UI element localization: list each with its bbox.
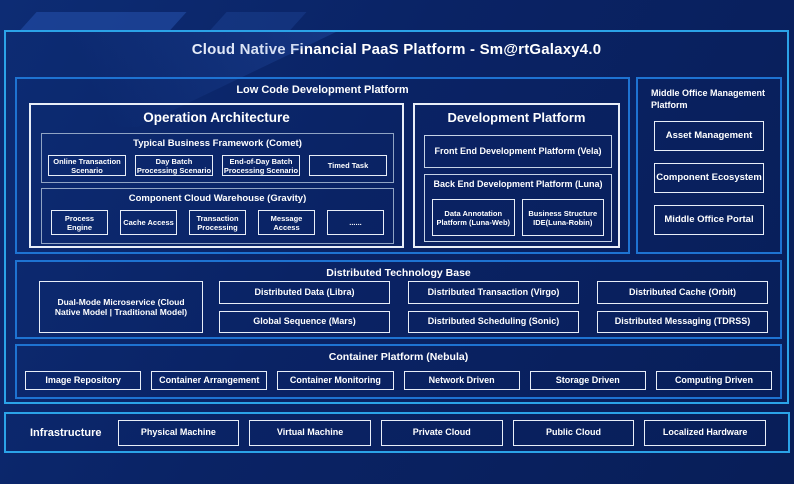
middle-office-management-platform-label: Middle Office Management Platform — [651, 88, 766, 111]
node-timed-task: Timed Task — [309, 155, 387, 176]
node-message-access: Message Access — [258, 210, 315, 235]
section-middle-office-management-platform: Middle Office Management Platform Asset … — [636, 77, 782, 254]
node-asset-management: Asset Management — [654, 121, 764, 151]
infrastructure-row: Physical Machine Virtual Machine Private… — [117, 419, 766, 446]
node-public-cloud: Public Cloud — [512, 419, 635, 446]
operation-architecture-title: Operation Architecture — [143, 110, 290, 125]
node-dual-mode-microservice: Dual-Mode Microservice (Cloud Native Mod… — [39, 281, 203, 333]
node-day-batch-processing-scenario: Day Batch Processing Scenario — [135, 155, 213, 176]
node-global-sequence: Global Sequence (Mars) — [219, 310, 390, 333]
node-distributed-transaction: Distributed Transaction (Virgo) — [408, 281, 579, 304]
outer-frame: Cloud Native Financial PaaS Platform - S… — [4, 30, 789, 404]
node-private-cloud: Private Cloud — [380, 419, 503, 446]
node-process-engine: Process Engine — [51, 210, 108, 235]
diagram-title: Cloud Native Financial PaaS Platform - S… — [191, 41, 602, 58]
node-end-of-day-batch-processing-scenario: End-of-Day Batch Processing Scenario — [222, 155, 300, 176]
node-container-monitoring: Container Monitoring — [277, 371, 394, 390]
node-business-structure-ide: Business Structure IDE(Luna-Robin) — [521, 199, 604, 236]
node-component-ecosystem: Component Ecosystem — [654, 163, 764, 193]
node-physical-machine: Physical Machine — [117, 419, 240, 446]
panel-operation-architecture: Operation Architecture Typical Business … — [29, 103, 404, 248]
infrastructure-label: Infrastructure — [30, 426, 102, 439]
node-network-driven: Network Driven — [403, 371, 520, 390]
node-virtual-machine: Virtual Machine — [249, 419, 371, 446]
typical-business-framework-label: Typical Business Framework (Comet) — [133, 138, 302, 149]
node-distributed-data: Distributed Data (Libra) — [219, 281, 390, 304]
node-computing-driven: Computing Driven — [655, 371, 773, 390]
node-ellipsis: ...... — [327, 210, 384, 235]
node-distributed-messaging: Distributed Messaging (TDRSS) — [597, 310, 768, 333]
node-distributed-cache: Distributed Cache (Orbit) — [597, 281, 768, 304]
container-platform-row: Image Repository Container Arrangement C… — [25, 371, 773, 390]
back-end-row: Data Annotation Platform (Luna-Web) Busi… — [432, 199, 604, 236]
container-platform-label: Container Platform (Nebula) — [328, 351, 469, 363]
distributed-technology-base-label: Distributed Technology Base — [326, 267, 471, 279]
node-cache-access: Cache Access — [120, 210, 177, 235]
node-data-annotation-platform: Data Annotation Platform (Luna-Web) — [432, 199, 515, 236]
node-storage-driven: Storage Driven — [529, 371, 646, 390]
development-platform-title: Development Platform — [447, 110, 586, 125]
section-container-platform: Container Platform (Nebula) Image Reposi… — [15, 344, 782, 399]
component-cloud-warehouse-label: Component Cloud Warehouse (Gravity) — [128, 193, 307, 204]
distributed-technology-row: Distributed Data (Libra) Distributed Tra… — [219, 281, 768, 304]
component-cloud-warehouse-row: Process Engine Cache Access Transaction … — [51, 210, 384, 235]
decor-stripe — [19, 12, 187, 31]
section-distributed-technology-base: Distributed Technology Base Dual-Mode Mi… — [15, 260, 782, 339]
node-container-arrangement: Container Arrangement — [151, 371, 268, 390]
back-end-development-platform-label: Back End Development Platform (Luna) — [433, 179, 603, 189]
section-infrastructure: Infrastructure Physical Machine Virtual … — [4, 412, 790, 453]
group-component-cloud-warehouse: Component Cloud Warehouse (Gravity) Proc… — [41, 188, 394, 244]
node-front-end-development-platform: Front End Development Platform (Vela) — [424, 135, 612, 168]
node-localized-hardware: Localized Hardware — [644, 419, 766, 446]
node-distributed-scheduling: Distributed Scheduling (Sonic) — [408, 310, 579, 333]
decor-stripe — [209, 12, 307, 31]
section-low-code-development-platform: Low Code Development Platform Operation … — [15, 77, 630, 254]
group-typical-business-framework: Typical Business Framework (Comet) Onlin… — [41, 133, 394, 183]
group-back-end-development-platform: Back End Development Platform (Luna) Dat… — [424, 174, 612, 242]
distributed-technology-grid: Distributed Data (Libra) Distributed Tra… — [219, 281, 768, 333]
node-image-repository: Image Repository — [25, 371, 142, 390]
distributed-technology-row: Global Sequence (Mars) Distributed Sched… — [219, 310, 768, 333]
node-middle-office-portal: Middle Office Portal — [654, 205, 764, 235]
node-online-transaction-scenario: Online Transaction Scenario — [48, 155, 126, 176]
panel-development-platform: Development Platform Front End Developme… — [413, 103, 620, 248]
typical-business-framework-row: Online Transaction Scenario Day Batch Pr… — [48, 155, 387, 176]
low-code-platform-label: Low Code Development Platform — [236, 84, 409, 96]
node-transaction-processing: Transaction Processing — [189, 210, 246, 235]
